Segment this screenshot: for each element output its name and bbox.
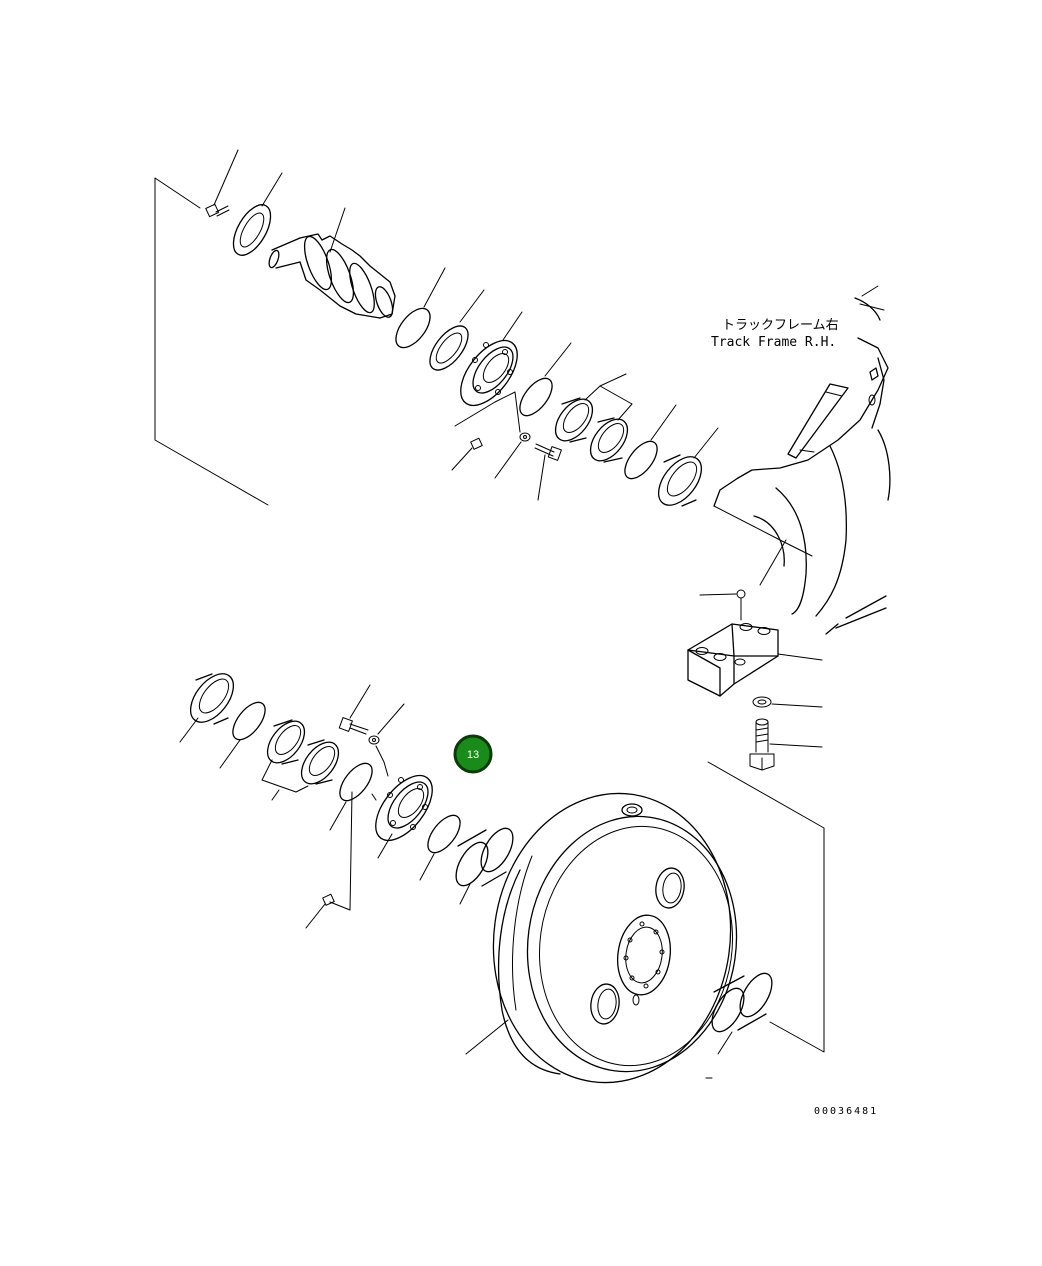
frame-label-jp: トラックフレーム右 xyxy=(722,318,839,333)
floating-seal-lower xyxy=(261,719,340,801)
bushing-lower xyxy=(179,673,235,743)
track-frame: トラックフレーム右 Track Frame R.H. xyxy=(711,285,891,635)
cap-block-assembly xyxy=(687,539,823,771)
fasteners-upper xyxy=(451,432,562,501)
o-ring-upper-2 xyxy=(519,342,572,417)
frame-label-en: Track Frame R.H. xyxy=(711,335,836,350)
o-ring-lower-3 xyxy=(419,814,461,881)
idler-wheel xyxy=(465,761,825,1084)
floating-seal-upper xyxy=(554,373,633,463)
bolt-small-upper xyxy=(205,149,239,218)
o-ring-upper-3 xyxy=(624,404,677,480)
o-ring-lower-2 xyxy=(329,762,373,831)
washer-upper xyxy=(429,289,485,371)
callout-13-label: 13 xyxy=(467,749,479,761)
bushing-upper xyxy=(657,427,719,507)
o-ring-lower-1 xyxy=(219,701,266,769)
o-ring-upper-1 xyxy=(395,267,446,349)
callout-13-marker[interactable] xyxy=(453,734,493,774)
callout-13[interactable]: 13 xyxy=(453,734,493,774)
sleeve-bushing-right xyxy=(705,972,773,1079)
lower-assembly xyxy=(179,673,514,929)
idler-shaft xyxy=(268,207,396,319)
upper-group-bracket xyxy=(154,177,269,506)
fasteners-lower xyxy=(338,684,405,777)
sleeve-bushing-lower xyxy=(455,827,514,905)
upper-assembly xyxy=(154,149,719,507)
thrust-washer-upper xyxy=(232,172,283,256)
bearing-housing-lower xyxy=(305,774,433,929)
drawing-number: 00036481 xyxy=(814,1106,878,1117)
bearing-housing-upper xyxy=(454,311,523,433)
